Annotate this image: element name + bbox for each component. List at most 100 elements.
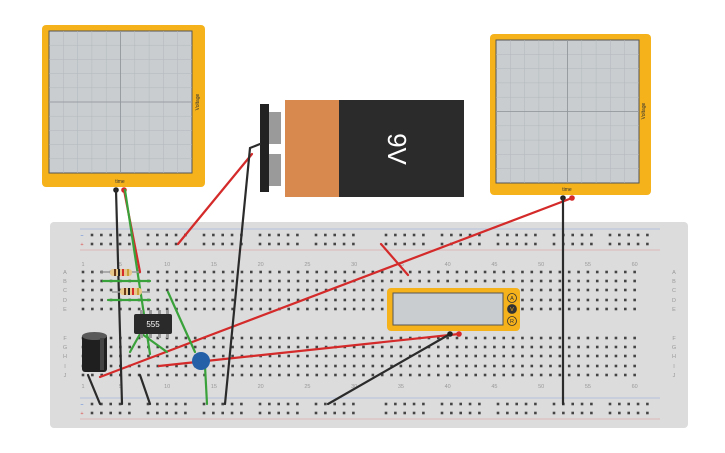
wire-green-6[interactable] <box>128 332 142 354</box>
rail-hole[interactable] <box>100 402 103 406</box>
capacitor-ceramic[interactable] <box>192 352 210 370</box>
rail-hole[interactable] <box>506 233 509 237</box>
breadboard-hole[interactable] <box>137 345 141 349</box>
rail-hole[interactable] <box>109 242 112 246</box>
breadboard-hole[interactable] <box>306 298 309 302</box>
breadboard-hole[interactable] <box>343 298 347 302</box>
breadboard-hole[interactable] <box>380 354 384 358</box>
breadboard-hole[interactable] <box>287 270 290 274</box>
breadboard-hole[interactable] <box>352 364 356 368</box>
breadboard-hole[interactable] <box>193 270 197 274</box>
breadboard-hole[interactable] <box>390 336 393 340</box>
breadboard-hole[interactable] <box>549 298 552 302</box>
breadboard-hole[interactable] <box>605 307 608 311</box>
breadboard-hole[interactable] <box>399 364 403 368</box>
breadboard-hole[interactable] <box>427 270 431 274</box>
breadboard-hole[interactable] <box>324 298 328 302</box>
rail-hole[interactable] <box>165 411 168 415</box>
breadboard-hole[interactable] <box>633 345 636 349</box>
breadboard-hole[interactable] <box>100 288 103 292</box>
rail-hole[interactable] <box>90 233 94 237</box>
rail-hole[interactable] <box>165 402 168 406</box>
breadboard-hole[interactable] <box>633 279 636 283</box>
rail-hole[interactable] <box>506 411 509 415</box>
rail-hole[interactable] <box>468 242 472 246</box>
breadboard-hole[interactable] <box>624 336 627 340</box>
breadboard-hole[interactable] <box>334 336 337 340</box>
breadboard-hole[interactable] <box>278 345 281 349</box>
breadboard-hole[interactable] <box>511 354 515 358</box>
breadboard-hole[interactable] <box>278 288 281 292</box>
breadboard-hole[interactable] <box>427 354 431 358</box>
rail-hole[interactable] <box>636 233 640 237</box>
breadboard-hole[interactable] <box>371 270 375 274</box>
breadboard-hole[interactable] <box>446 279 449 283</box>
rail-hole[interactable] <box>277 233 280 237</box>
breadboard-hole[interactable] <box>577 373 580 377</box>
breadboard-hole[interactable] <box>250 279 253 283</box>
breadboard-hole[interactable] <box>287 373 290 377</box>
breadboard-hole[interactable] <box>352 336 356 340</box>
rail-hole[interactable] <box>324 402 327 406</box>
breadboard-hole[interactable] <box>147 373 150 377</box>
breadboard-hole[interactable] <box>399 354 403 358</box>
breadboard-hole[interactable] <box>539 279 543 283</box>
breadboard-hole[interactable] <box>605 364 608 368</box>
breadboard-hole[interactable] <box>259 307 262 311</box>
breadboard-hole[interactable] <box>91 307 94 311</box>
rail-hole[interactable] <box>100 411 103 415</box>
breadboard-hole[interactable] <box>250 364 253 368</box>
breadboard-hole[interactable] <box>455 345 459 349</box>
breadboard-hole[interactable] <box>567 354 571 358</box>
breadboard-hole[interactable] <box>296 364 300 368</box>
breadboard-hole[interactable] <box>502 270 506 274</box>
breadboard-hole[interactable] <box>343 279 347 283</box>
breadboard-hole[interactable] <box>493 354 496 358</box>
breadboard-hole[interactable] <box>324 336 328 340</box>
rail-hole[interactable] <box>580 411 584 415</box>
breadboard-hole[interactable] <box>259 345 262 349</box>
breadboard-hole[interactable] <box>624 288 627 292</box>
breadboard-hole[interactable] <box>296 298 300 302</box>
breadboard-hole[interactable] <box>259 364 262 368</box>
breadboard-hole[interactable] <box>221 364 225 368</box>
rail-hole[interactable] <box>496 233 500 237</box>
multimeter-probe-negative[interactable] <box>447 331 453 337</box>
breadboard-hole[interactable] <box>287 279 290 283</box>
rail-hole[interactable] <box>221 402 224 406</box>
breadboard-hole[interactable] <box>268 364 272 368</box>
breadboard-hole[interactable] <box>268 270 272 274</box>
breadboard-hole[interactable] <box>91 270 94 274</box>
breadboard-hole[interactable] <box>549 279 552 283</box>
rail-hole[interactable] <box>496 402 500 406</box>
breadboard-hole[interactable] <box>502 279 506 283</box>
rail-hole[interactable] <box>202 242 206 246</box>
rail-hole[interactable] <box>580 402 584 406</box>
rail-hole[interactable] <box>627 233 630 237</box>
rail-hole[interactable] <box>221 411 224 415</box>
breadboard-hole[interactable] <box>165 279 169 283</box>
breadboard-hole[interactable] <box>371 336 375 340</box>
rail-hole[interactable] <box>450 402 453 406</box>
breadboard-hole[interactable] <box>334 279 337 283</box>
breadboard-hole[interactable] <box>633 298 636 302</box>
rail-hole[interactable] <box>646 402 649 406</box>
breadboard-hole[interactable] <box>380 345 384 349</box>
breadboard-hole[interactable] <box>221 279 225 283</box>
breadboard-hole[interactable] <box>549 364 552 368</box>
breadboard-hole[interactable] <box>408 373 412 377</box>
breadboard-hole[interactable] <box>399 279 403 283</box>
breadboard-hole[interactable] <box>306 288 309 292</box>
breadboard-hole[interactable] <box>175 298 178 302</box>
breadboard-hole[interactable] <box>287 307 290 311</box>
rail-hole[interactable] <box>618 402 621 406</box>
breadboard-hole[interactable] <box>586 345 590 349</box>
breadboard-hole[interactable] <box>483 345 487 349</box>
wire-cap-ground[interactable] <box>86 373 102 406</box>
rail-hole[interactable] <box>156 411 159 415</box>
breadboard-hole[interactable] <box>109 307 113 311</box>
breadboard-hole[interactable] <box>212 270 216 274</box>
breadboard-hole[interactable] <box>539 298 543 302</box>
rail-hole[interactable] <box>212 411 215 415</box>
breadboard-hole[interactable] <box>221 288 225 292</box>
